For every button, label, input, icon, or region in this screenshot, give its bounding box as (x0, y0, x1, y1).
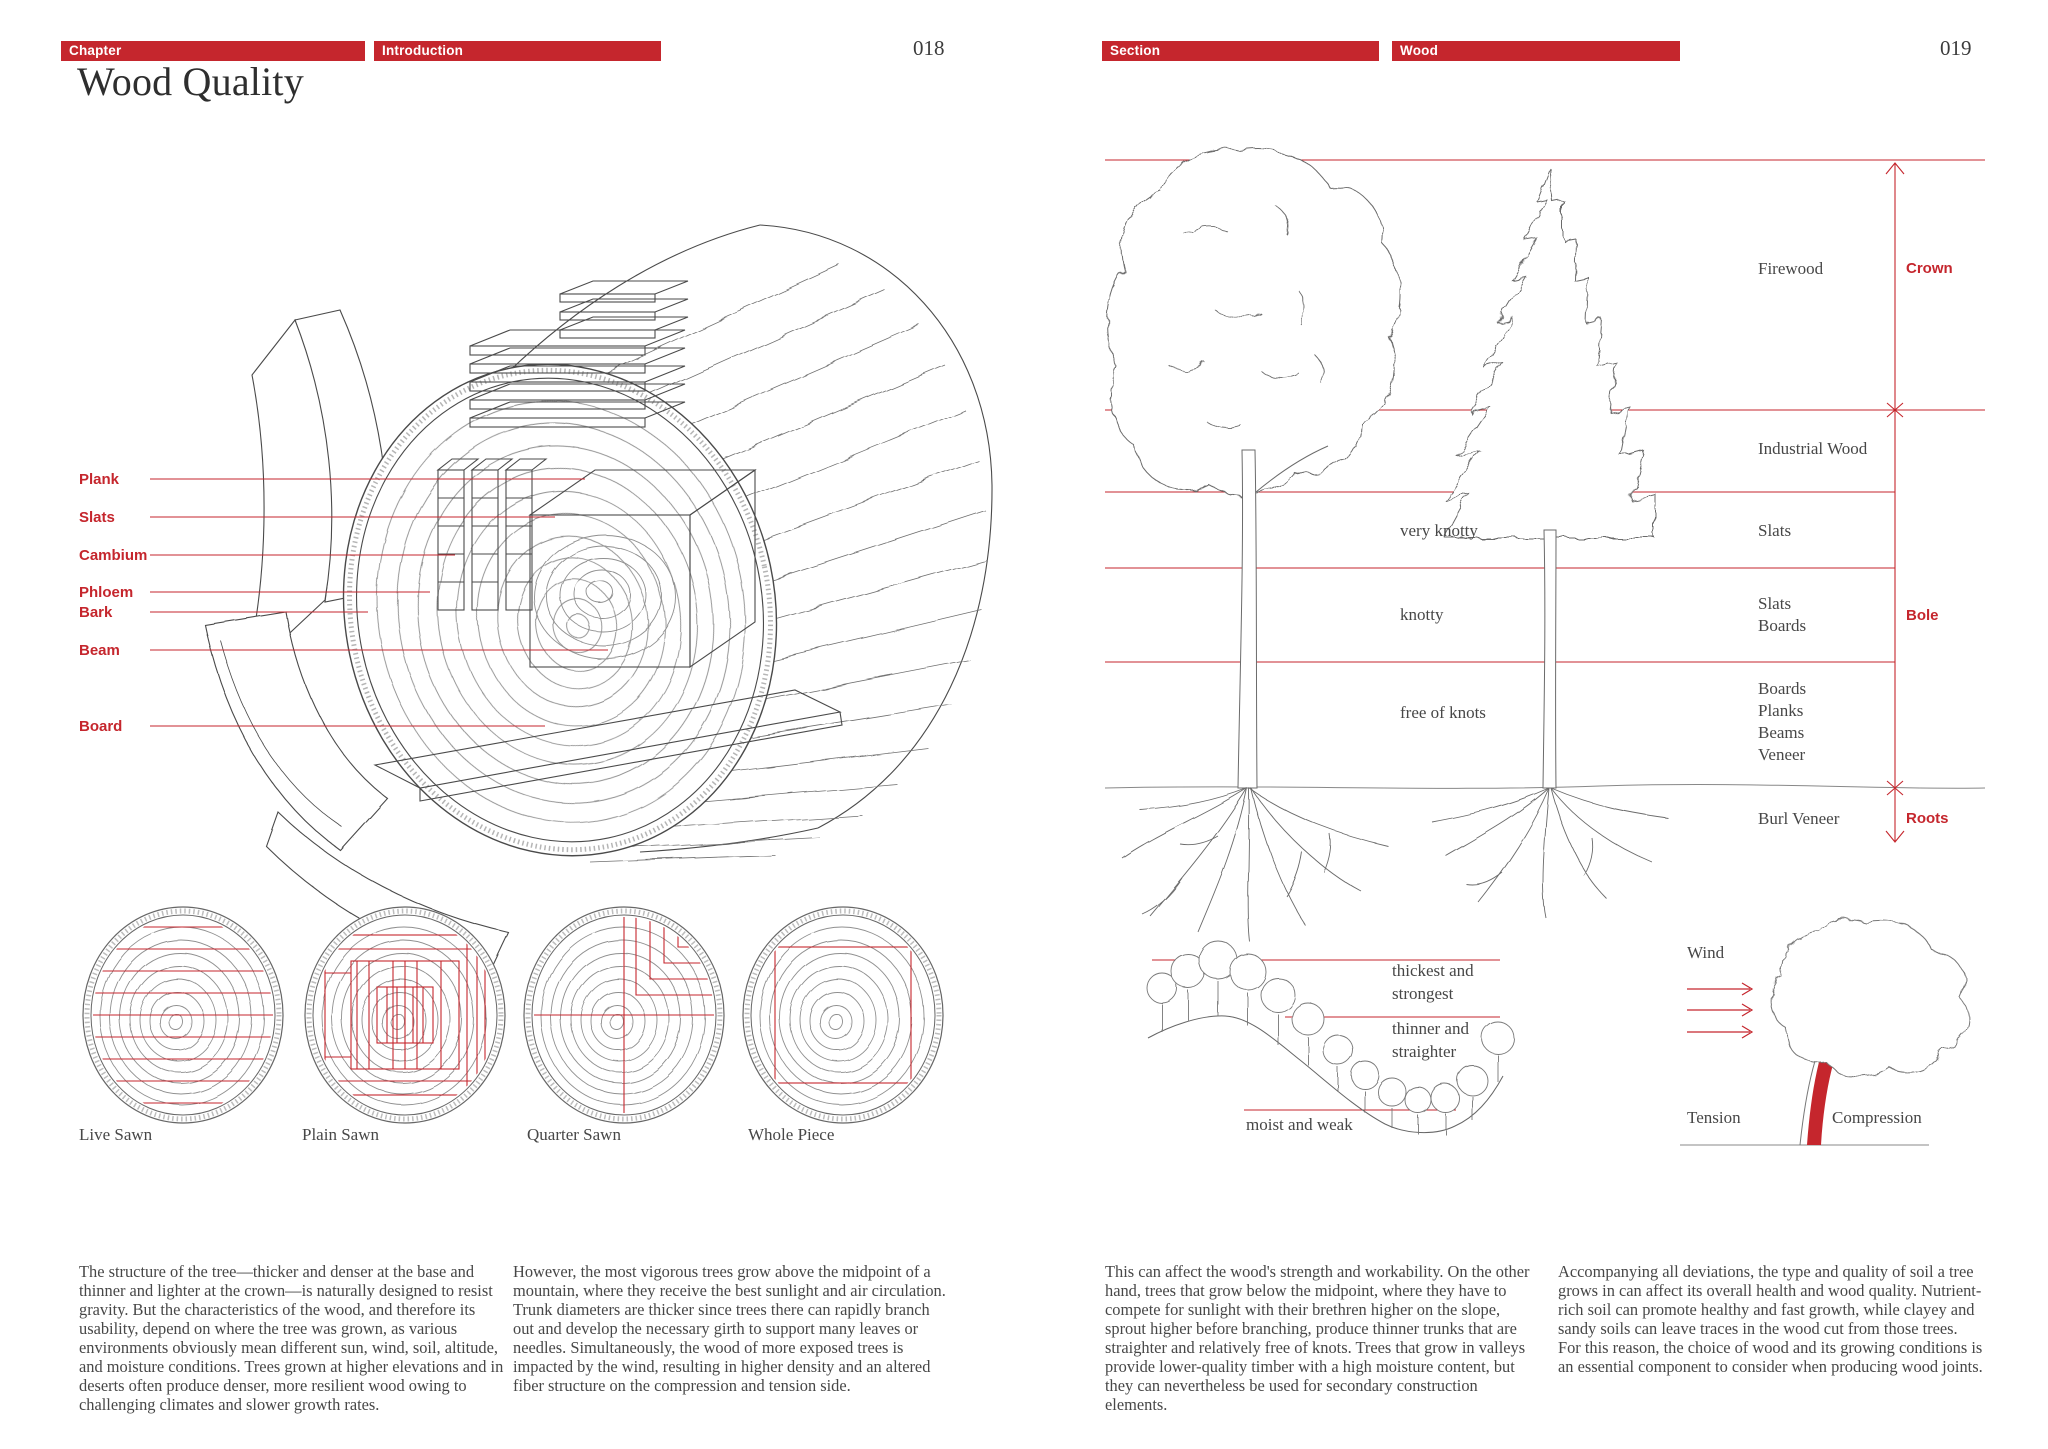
deciduous-tree (1107, 149, 1401, 943)
label-slats: Slats (79, 509, 115, 526)
body-column-2: However, the most vigorous trees grow ab… (513, 1262, 950, 1395)
arrow-down-icon (1885, 830, 1905, 843)
paragraph: For this reason, the choice of wood and … (1558, 1338, 1983, 1376)
tick-cross-icon (1886, 402, 1904, 418)
page-title: Wood Quality (77, 59, 304, 104)
arrow-up-icon (1885, 162, 1905, 175)
paragraph: This can affect the wood's strength and … (1105, 1262, 1530, 1414)
label-very-knotty: very knotty (1400, 521, 1478, 540)
log-bark-texture (589, 264, 988, 863)
deciduous-crown (1107, 149, 1401, 497)
wind-tree-crown (1770, 919, 1969, 1078)
right-section-tag-bar: Section (1102, 41, 1379, 61)
plank-stack (469, 280, 689, 428)
label-beam: Beam (79, 642, 120, 659)
label-thinner-1: thinner and (1392, 1019, 1469, 1038)
label-plain-sawn: Plain Sawn (302, 1125, 379, 1144)
whole-piece-cut (774, 946, 912, 1084)
label-boards: Boards (1758, 679, 1806, 698)
board-piece (373, 689, 843, 802)
body-column-3: This can affect the wood's strength and … (1105, 1262, 1542, 1414)
deciduous-trunk (1237, 449, 1258, 789)
label-cambium: Cambium (79, 547, 147, 564)
label-tension: Tension (1687, 1108, 1741, 1127)
deciduous-roots (1121, 787, 1389, 943)
tree-zone-labels: very knotty knotty free of knots Firewoo… (1400, 259, 1953, 828)
label-bole: Bole (1906, 607, 1939, 624)
body-column-4: Accompanying all deviations, the type an… (1558, 1262, 1995, 1376)
page-number-left: 018 (913, 36, 945, 60)
label-bark: Bark (79, 604, 113, 621)
trunk-compression-band (1807, 997, 1859, 1145)
label-quarter-sawn: Quarter Sawn (527, 1125, 621, 1144)
body-column-1: The structure of the tree—thicker and de… (79, 1262, 516, 1414)
label-planks: Planks (1758, 701, 1803, 720)
label-whole-piece: Whole Piece (748, 1125, 834, 1144)
label-moist-weak: moist and weak (1246, 1115, 1353, 1134)
label-wind: Wind (1687, 943, 1725, 962)
label-crown: Crown (1906, 260, 1953, 277)
label-slats-2: Slats (1758, 594, 1791, 613)
label-thinner-2: straighter (1392, 1042, 1457, 1061)
log-face-rings (342, 363, 778, 857)
branch (1255, 445, 1329, 493)
label-veneer: Veneer (1758, 745, 1806, 764)
label-firewood: Firewood (1758, 259, 1824, 278)
slat-columns (436, 458, 548, 611)
label-roots: Roots (1906, 810, 1949, 827)
label-phloem: Phloem (79, 584, 133, 601)
hill-diagram: thickest and strongest thinner and strai… (1146, 940, 1515, 1134)
sawing-patterns-diagram: Live Sawn Plain Sawn Quarter Sawn Whole … (79, 906, 944, 1144)
sawn-labels: Live Sawn Plain Sawn Quarter Sawn Whole … (79, 1125, 834, 1144)
wind-diagram: Wind Tension Compression (1680, 919, 1969, 1146)
label-live-sawn: Live Sawn (79, 1125, 153, 1144)
tick-cross-icon (1886, 780, 1904, 796)
crown-texture (1167, 204, 1325, 429)
label-thickest-2: strongest (1392, 984, 1454, 1003)
label-boards-2: Boards (1758, 616, 1806, 635)
cut-blocks (373, 280, 843, 802)
conifer-trunk (1542, 529, 1557, 789)
wind-arrows (1687, 982, 1754, 1039)
tree-quality-diagram: very knotty knotty free of knots Firewoo… (1104, 149, 1986, 1146)
slope-curve (1147, 1015, 1504, 1134)
label-thickest-1: thickest and (1392, 961, 1474, 980)
dimension-line (1885, 162, 1905, 843)
topic-tag-bar: Wood (1392, 41, 1680, 61)
paragraph: However, the most vigorous trees grow ab… (513, 1262, 946, 1395)
paragraph: Accompanying all deviations, the type an… (1558, 1262, 1982, 1338)
conifer-crown (1443, 167, 1656, 539)
label-industrial-wood: Industrial Wood (1758, 439, 1868, 458)
label-free-of-knots: free of knots (1400, 703, 1486, 722)
log-section-whole (742, 906, 944, 1124)
section-tag-bar: Introduction (374, 41, 661, 61)
conifer-tree (1431, 167, 1669, 919)
label-compression: Compression (1832, 1108, 1922, 1127)
log-part-labels: Plank Slats Cambium Phloem Bark Beam Boa… (79, 471, 147, 735)
leader-lines (150, 478, 608, 727)
conifer-roots (1431, 787, 1669, 919)
label-slats: Slats (1758, 521, 1791, 540)
label-beams: Beams (1758, 723, 1804, 742)
label-plank: Plank (79, 471, 120, 488)
slope-trees (1146, 940, 1515, 1134)
label-knotty: knotty (1400, 605, 1444, 624)
page-number-right: 019 (1940, 36, 1972, 60)
label-burl-veneer: Burl Veneer (1758, 809, 1840, 828)
paragraph: The structure of the tree—thicker and de… (79, 1262, 504, 1414)
log-cut-diagram: Plank Slats Cambium Phloem Bark Beam Boa… (79, 224, 993, 971)
label-board: Board (79, 718, 122, 735)
chapter-tag-bar: Chapter (61, 41, 365, 61)
plain-sawn-cuts (324, 934, 486, 1096)
beam-block (528, 468, 757, 669)
